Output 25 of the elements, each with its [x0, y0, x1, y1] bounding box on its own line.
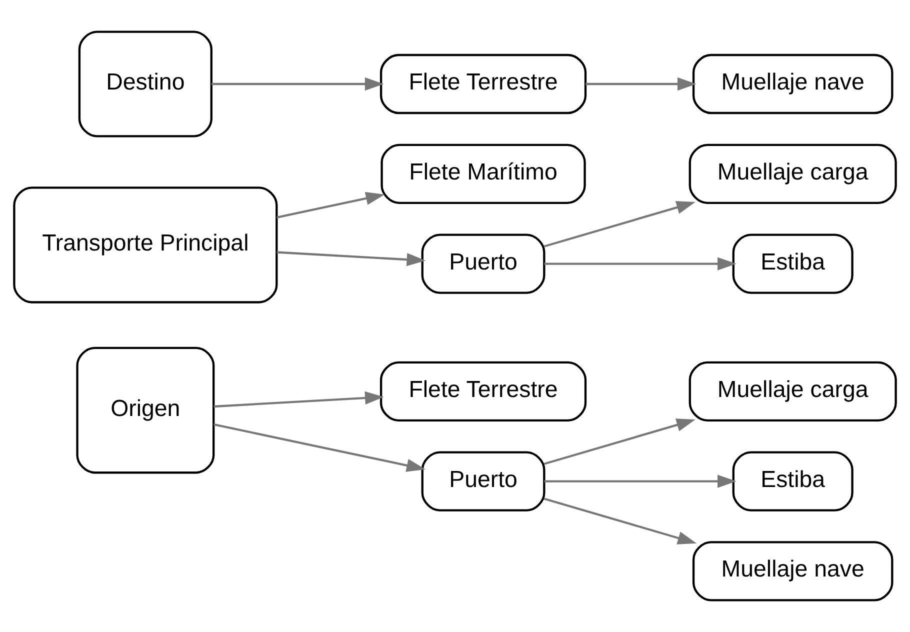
node-box: Destino: [78, 30, 212, 138]
node-box: Origen: [76, 346, 215, 474]
arrow: [211, 77, 384, 91]
arrow: [276, 251, 426, 266]
arrow: [214, 391, 384, 408]
node-box: Flete Marítimo: [380, 144, 586, 204]
node-box: Muellaje carga: [688, 144, 897, 204]
arrow: [544, 498, 697, 544]
node-box: Transporte Principal: [13, 186, 278, 304]
node-box: Muellaje nave: [692, 541, 894, 602]
arrow: [544, 201, 696, 248]
arrow: [586, 77, 696, 91]
node-box: Muellaje nave: [692, 54, 894, 114]
node-box: Estiba: [732, 234, 854, 294]
node-box: Flete Terrestre: [380, 361, 587, 422]
node-box: Puerto: [421, 451, 546, 512]
node-box: Flete Terrestre: [380, 54, 587, 114]
arrow: [544, 474, 736, 488]
node-box: Muellaje carga: [688, 361, 897, 422]
node-box: Puerto: [421, 234, 546, 294]
node-box: Estiba: [732, 451, 854, 512]
arrow: [214, 423, 426, 472]
arrow: [276, 192, 385, 218]
arrow: [544, 257, 736, 270]
arrow: [544, 418, 696, 465]
